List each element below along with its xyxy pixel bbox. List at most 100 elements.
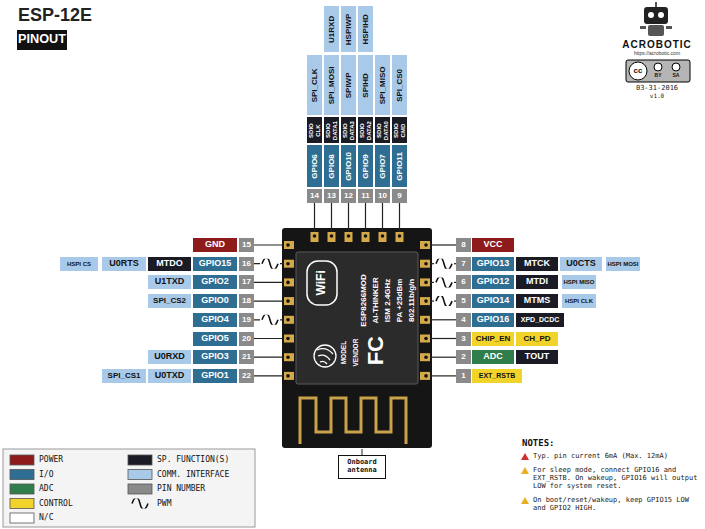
title-box: PINOUT [17,30,67,50]
pin-wire [426,357,456,358]
pin-wire [314,203,315,232]
gpio-box: GPIO2 [193,275,237,289]
pin-label: GPIO5 [201,334,229,344]
pin-number: 5 [456,294,471,308]
pin-number: 1 [461,372,465,381]
module-body [282,228,432,448]
pin-hole [424,243,428,247]
pin-pad [420,241,430,249]
pin-number: 2 [456,350,471,364]
legend-text: COMM. INTERFACE [157,470,229,480]
pin-number: 9 [392,189,407,203]
pwm-ground [434,295,454,307]
pin-number: 11 [358,189,373,203]
legend-text: ADC [39,484,53,494]
legend-swatch [10,484,34,494]
pin-label: Onboard antenna [339,459,385,474]
pwm-ground [260,314,280,326]
special-function-box: SDIO DATA0 [375,117,390,143]
pin-label: GPIO3 [201,352,229,362]
pin-number: 21 [242,353,251,362]
pin-label: GPIO13 [477,259,510,269]
pin-pad [284,316,294,324]
comm-interface-box: SPI_CLK [307,55,322,115]
pin-wire [426,319,456,320]
legend-frame [3,449,255,527]
gpio-box: GPIO11 [392,145,407,187]
pin-pad [284,241,294,249]
comm-interface-box: U0CTS [560,257,602,271]
pin-hole [364,234,368,238]
pin-label: U0RXD [154,352,185,362]
pin-label: SPI_CLK [310,56,319,114]
comm-interface-box: U0TXD [148,369,191,383]
pin-label: HSPI MOSI [607,261,639,268]
pin-number: 8 [456,238,471,252]
pin-label: GPIO8 [327,146,336,186]
notes-heading: NOTES: [522,438,622,448]
special-function-box: SDIO CMD [392,117,407,143]
note-text: Typ. pin current 6mA (Max. 12mA) [533,452,701,460]
pin-label: GPIO0 [201,296,229,306]
cc-badge [626,60,690,82]
gpio-box: GPIO12 [472,275,514,289]
pin-label: SDIO DATA1 [325,118,338,142]
special-function-box: SDIO DATA2 [358,117,373,143]
pin-label: CH_PD [523,335,550,344]
pin-label: GPIO1 [201,371,229,381]
logo-text: FC [363,330,388,370]
pin-wire [254,357,288,358]
legend-swatch [128,455,152,465]
pin-label: MTMS [524,296,551,306]
comm-interface-box: HSPIHD [358,6,373,52]
pin-number: 20 [239,332,254,346]
gpio-box: GPIO3 [193,350,237,364]
pin-number: 13 [324,189,339,203]
pin-label: HSPIWP [344,7,353,51]
pin-label: SPI_CS2 [153,297,186,306]
pin-label: GPIO7 [378,146,387,186]
pin-number: 10 [378,192,387,201]
pin-label: ADC [483,352,503,362]
gpio-box: GPIO1 [193,369,237,383]
pin-label: GND [205,240,225,250]
pin-hole [424,374,428,378]
special-function-box: MTMS [516,294,558,308]
gpio-box: GPIO9 [358,145,373,187]
pin-hole [286,299,290,303]
pin-pad [284,297,294,305]
comm-interface-box: HSPI MOSI [606,257,640,271]
pin-hole [381,234,385,238]
version-text: v1.0 [619,93,695,100]
pin-label: GPIO15 [199,259,232,269]
pin-label: U1RXD [327,7,336,51]
pin-hole [286,374,290,378]
pin-wire [365,203,366,232]
pin-number: 7 [456,257,471,271]
comm-interface-box: HSPIWP [341,6,356,52]
date-text: 03-31-2016 [619,84,695,92]
pin-hole [424,355,428,359]
pin-number: 18 [242,297,251,306]
comm-interface-box: SPI_CS0 [392,55,407,115]
url-text: https://acrobotic.com [619,51,695,57]
pin-label: TOUT [525,352,549,362]
pin-label: SDIO DATA3 [342,118,355,142]
pin-number: 8 [461,241,465,250]
legend-swatch [10,499,34,509]
pin-label: CHIP_EN [476,335,511,344]
pwm-symbol [262,258,278,270]
pin-pad [284,372,294,380]
pin-label: U0CTS [566,259,596,269]
control-box: CHIP_EN [472,332,514,346]
pin-pad [396,232,404,242]
comm-interface-box: HSPI CLK [562,294,596,308]
pin-hole [424,281,428,285]
pin-pad [420,297,430,305]
pin-number: 21 [239,350,254,364]
gpio-box: GPIO4 [193,313,237,327]
pin-pad [420,316,430,324]
pwm-ground [434,258,454,270]
pin-wire [426,338,456,339]
pwm-symbol [436,295,452,307]
